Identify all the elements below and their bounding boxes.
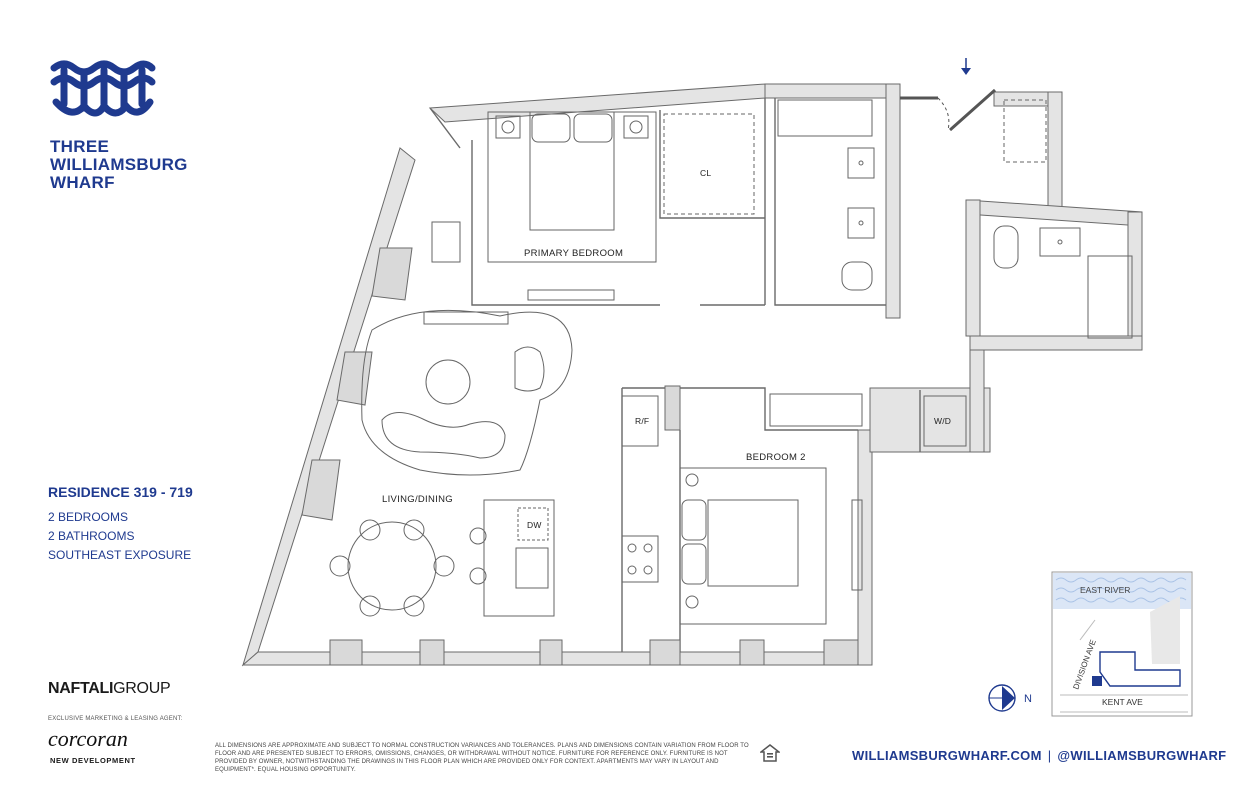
agent-division: NEW DEVELOPMENT: [50, 756, 136, 765]
brand-name-line: WHARF: [50, 173, 115, 192]
developer-name-rest: GROUP: [113, 680, 171, 697]
bedroom2-furniture: [679, 393, 967, 625]
fridge-label: R/F: [635, 416, 649, 426]
spec-exposure: SOUTHEAST EXPOSURE: [48, 548, 192, 562]
brand-name: THREE WILLIAMSBURG WHARF: [50, 138, 188, 192]
residence-title: RESIDENCE 319 - 719: [48, 484, 193, 500]
brand-logo-icon: [50, 60, 156, 117]
key-map: [1051, 571, 1193, 717]
spec-bathrooms: 2 BATHROOMS: [48, 529, 135, 543]
website-link[interactable]: WILLIAMSBURGWHARF.COM: [852, 748, 1042, 763]
developer-name-bold: NAFTALI: [48, 680, 114, 697]
washer-dryer-label: W/D: [934, 416, 951, 426]
bedroom2-label: BEDROOM 2: [746, 452, 806, 463]
floor-plan: PRIMARY BEDROOM CL: [241, 58, 1193, 717]
primary-bath-fixtures: [777, 99, 875, 291]
living-dining-label: LIVING/DINING: [382, 494, 453, 505]
developer-logo: NAFTALIGROUP: [48, 680, 171, 698]
spec-bedrooms: 2 BEDROOMS: [48, 510, 129, 524]
closet-outline: [1003, 99, 1047, 163]
brand-name-line: WILLIAMSBURG: [50, 155, 188, 174]
agent-label: EXCLUSIVE MARKETING & LEASING AGENT:: [48, 716, 183, 722]
entry-arrow-icon: [961, 58, 971, 75]
key-map-kent-ave: KENT AVE: [1102, 697, 1143, 707]
disclaimer-text: ALL DIMENSIONS ARE APPROXIMATE AND SUBJE…: [215, 743, 749, 773]
link-separator: |: [1047, 748, 1052, 763]
dishwasher-label: DW: [527, 520, 542, 530]
residence-info: RESIDENCE 319 - 719 2 BEDROOMS 2 BATHROO…: [48, 484, 193, 565]
key-map-river: EAST RIVER: [1080, 585, 1130, 595]
agent-logo: corcoran: [48, 726, 128, 751]
exterior-walls: [241, 83, 1143, 667]
living-furniture: [329, 309, 659, 617]
brand-name-line: THREE: [50, 137, 110, 156]
bath2-fixtures: [993, 225, 1133, 339]
social-handle-link[interactable]: @WILLIAMSBURGWHARF: [1057, 748, 1227, 763]
compass-icon: [988, 684, 1016, 712]
web-links: WILLIAMSBURGWHARF.COM | @WILLIAMSBURGWHARF: [852, 748, 1226, 763]
entry-door: [900, 88, 996, 132]
primary-bedroom-furniture: [431, 111, 755, 301]
primary-bedroom-label: PRIMARY BEDROOM: [524, 248, 623, 259]
closet-label: CL: [700, 168, 711, 178]
equal-housing-icon: [760, 744, 780, 762]
interior-walls: [429, 98, 921, 652]
compass-label: N: [1024, 693, 1032, 705]
